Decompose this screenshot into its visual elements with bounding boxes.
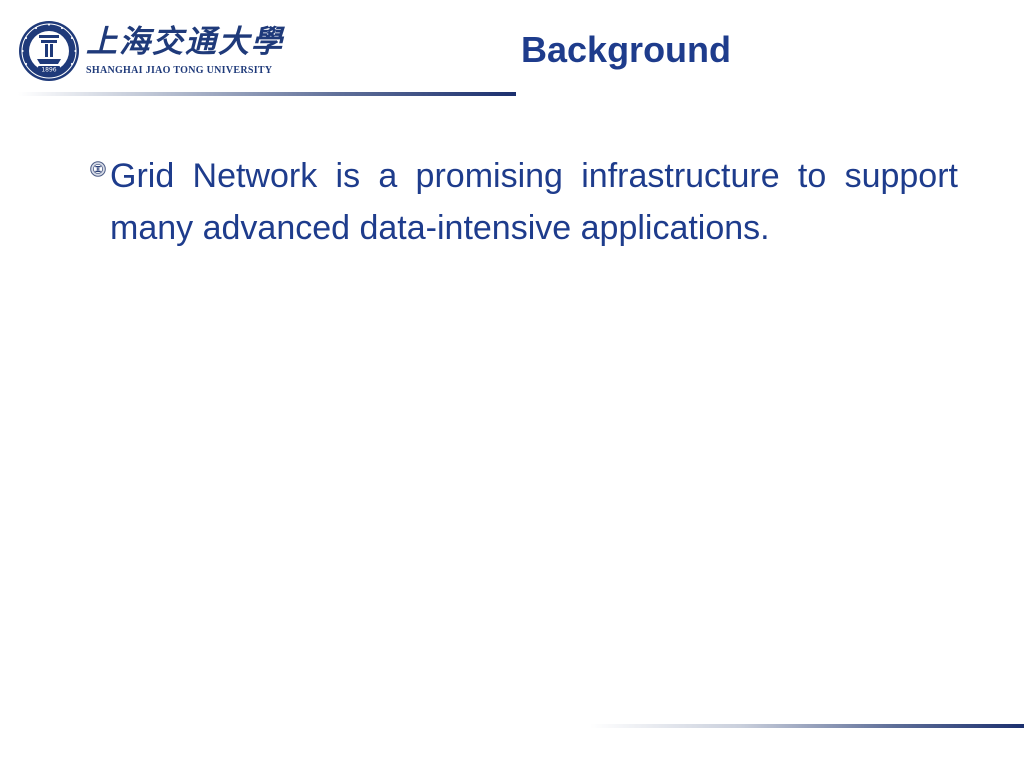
university-seal-icon: 1896 <box>19 21 79 81</box>
bullet-text: Grid Network is a promising infrastructu… <box>110 157 958 247</box>
svg-text:1896: 1896 <box>41 67 56 74</box>
slide-title: Background <box>521 29 732 70</box>
header-divider <box>18 92 516 96</box>
bullet-item: Grid Network is a promising infrastructu… <box>90 150 958 254</box>
footer-divider <box>590 724 1024 728</box>
university-logo: 1896 上海交通大學 SHANGHAI JIAO TONG UNIVERSIT… <box>18 18 282 84</box>
slide-content: Grid Network is a promising infrastructu… <box>90 150 958 254</box>
university-name-english: SHANGHAI JIAO TONG UNIVERSITY <box>86 65 273 76</box>
globe-bullet-icon <box>90 161 106 177</box>
university-name-chinese: 上海交通大學 <box>86 24 284 60</box>
